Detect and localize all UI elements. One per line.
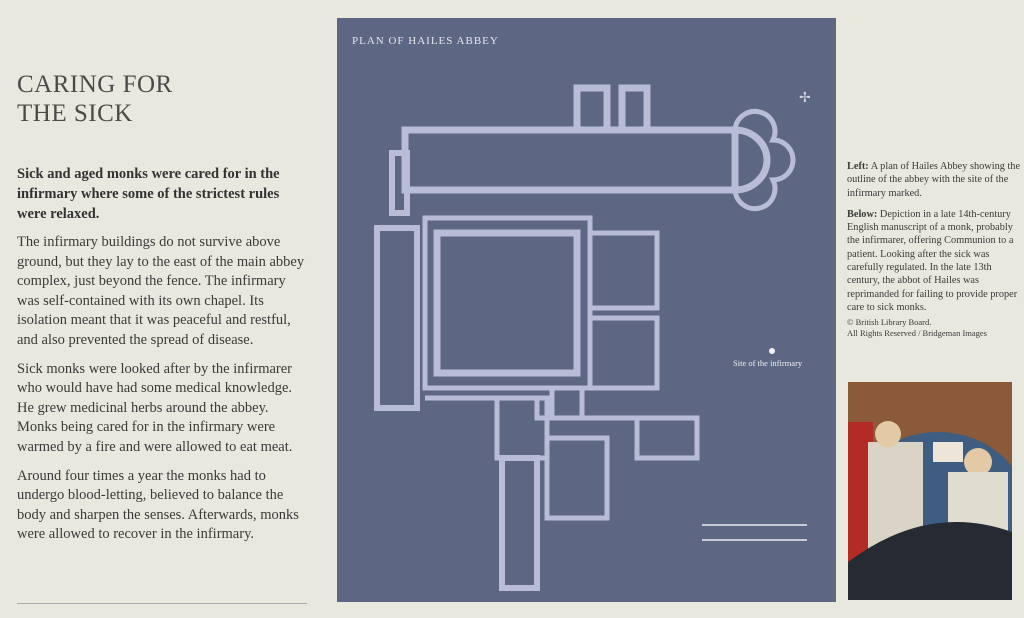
image-credit: © British Library Board.All Rights Reser… (847, 317, 987, 339)
north-arrow-icon: ✢ (799, 91, 811, 106)
paragraph: The infirmary buildings do not survive a… (17, 234, 305, 348)
map-title: PLAN OF HAILES ABBEY (352, 35, 499, 47)
plan-drawing (374, 84, 796, 591)
captions: Left: A plan of Hailes Abbey showing the… (847, 160, 1022, 347)
caption-below: Below: Depiction in a late 14th-century … (847, 208, 1018, 313)
paragraph: Sick monks were looked after by the infi… (17, 360, 293, 455)
lead-paragraph: Sick and aged monks were cared for in th… (17, 166, 280, 222)
caption-left: Left: A plan of Hailes Abbey showing the… (847, 161, 1021, 199)
abbey-plan: PLAN OF HAILES ABBEY Site of the infirma… (337, 18, 836, 602)
divider (17, 603, 307, 604)
infirmary-site-marker (769, 348, 775, 354)
manuscript-image (848, 382, 1012, 600)
paragraph: Around four times a year the monks had t… (17, 467, 299, 543)
scale-bar (702, 524, 807, 541)
infirmary-site-label: Site of the infirmary (733, 358, 803, 368)
